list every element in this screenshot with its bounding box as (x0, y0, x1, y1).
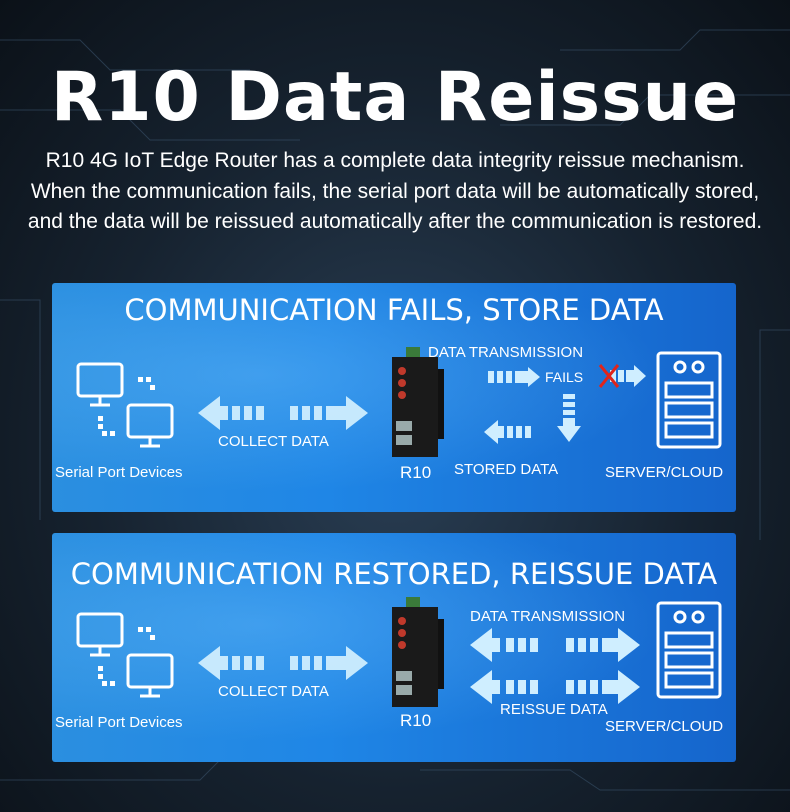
stored-data-label: STORED DATA (454, 461, 559, 478)
transmission-label: DATA TRANSMISSION (470, 608, 626, 625)
serial-devices-icon (76, 612, 174, 698)
reissue-double-arrow-icon (470, 670, 640, 704)
collect-data-label: COLLECT DATA (218, 433, 329, 450)
transmission-label: DATA TRANSMISSION (428, 344, 584, 361)
store-left-arrow-icon (484, 420, 531, 444)
server-cloud-icon (656, 351, 722, 449)
router-device-icon (392, 597, 444, 707)
panel-heading: COMMUNICATION RESTORED, REISSUE DATA (70, 557, 718, 591)
collect-arrow-icon (198, 646, 368, 680)
collect-arrow-icon (198, 396, 368, 430)
serial-devices-label: Serial Port Devices (55, 714, 183, 731)
fails-label: FAILS (545, 369, 584, 385)
panel-heading: COMMUNICATION FAILS, STORE DATA (124, 293, 664, 327)
router-device-icon (392, 347, 444, 457)
collect-data-label: COLLECT DATA (218, 683, 329, 700)
store-down-arrow-icon (557, 394, 581, 442)
panel-communication-fails: COMMUNICATION FAILS, STORE DATA Serial P… (52, 283, 736, 512)
reissue-data-label: REISSUE DATA (500, 701, 608, 718)
server-cloud-icon (656, 601, 722, 699)
server-cloud-label: SERVER/CLOUD (605, 464, 724, 481)
router-label: R10 (400, 711, 432, 730)
page-title: R10 Data Reissue (50, 58, 740, 137)
panel-communication-restored: COMMUNICATION RESTORED, REISSUE DATA Ser… (52, 533, 736, 762)
router-label: R10 (400, 463, 432, 482)
serial-devices-icon (76, 362, 174, 448)
serial-devices-label: Serial Port Devices (55, 464, 183, 481)
page-description: R10 4G IoT Edge Router has a complete da… (27, 149, 763, 233)
transmission-double-arrow-icon (470, 628, 640, 662)
server-cloud-label: SERVER/CLOUD (605, 718, 724, 735)
fail-cross-icon (598, 364, 646, 388)
transmission-arrow-icon (488, 367, 540, 387)
